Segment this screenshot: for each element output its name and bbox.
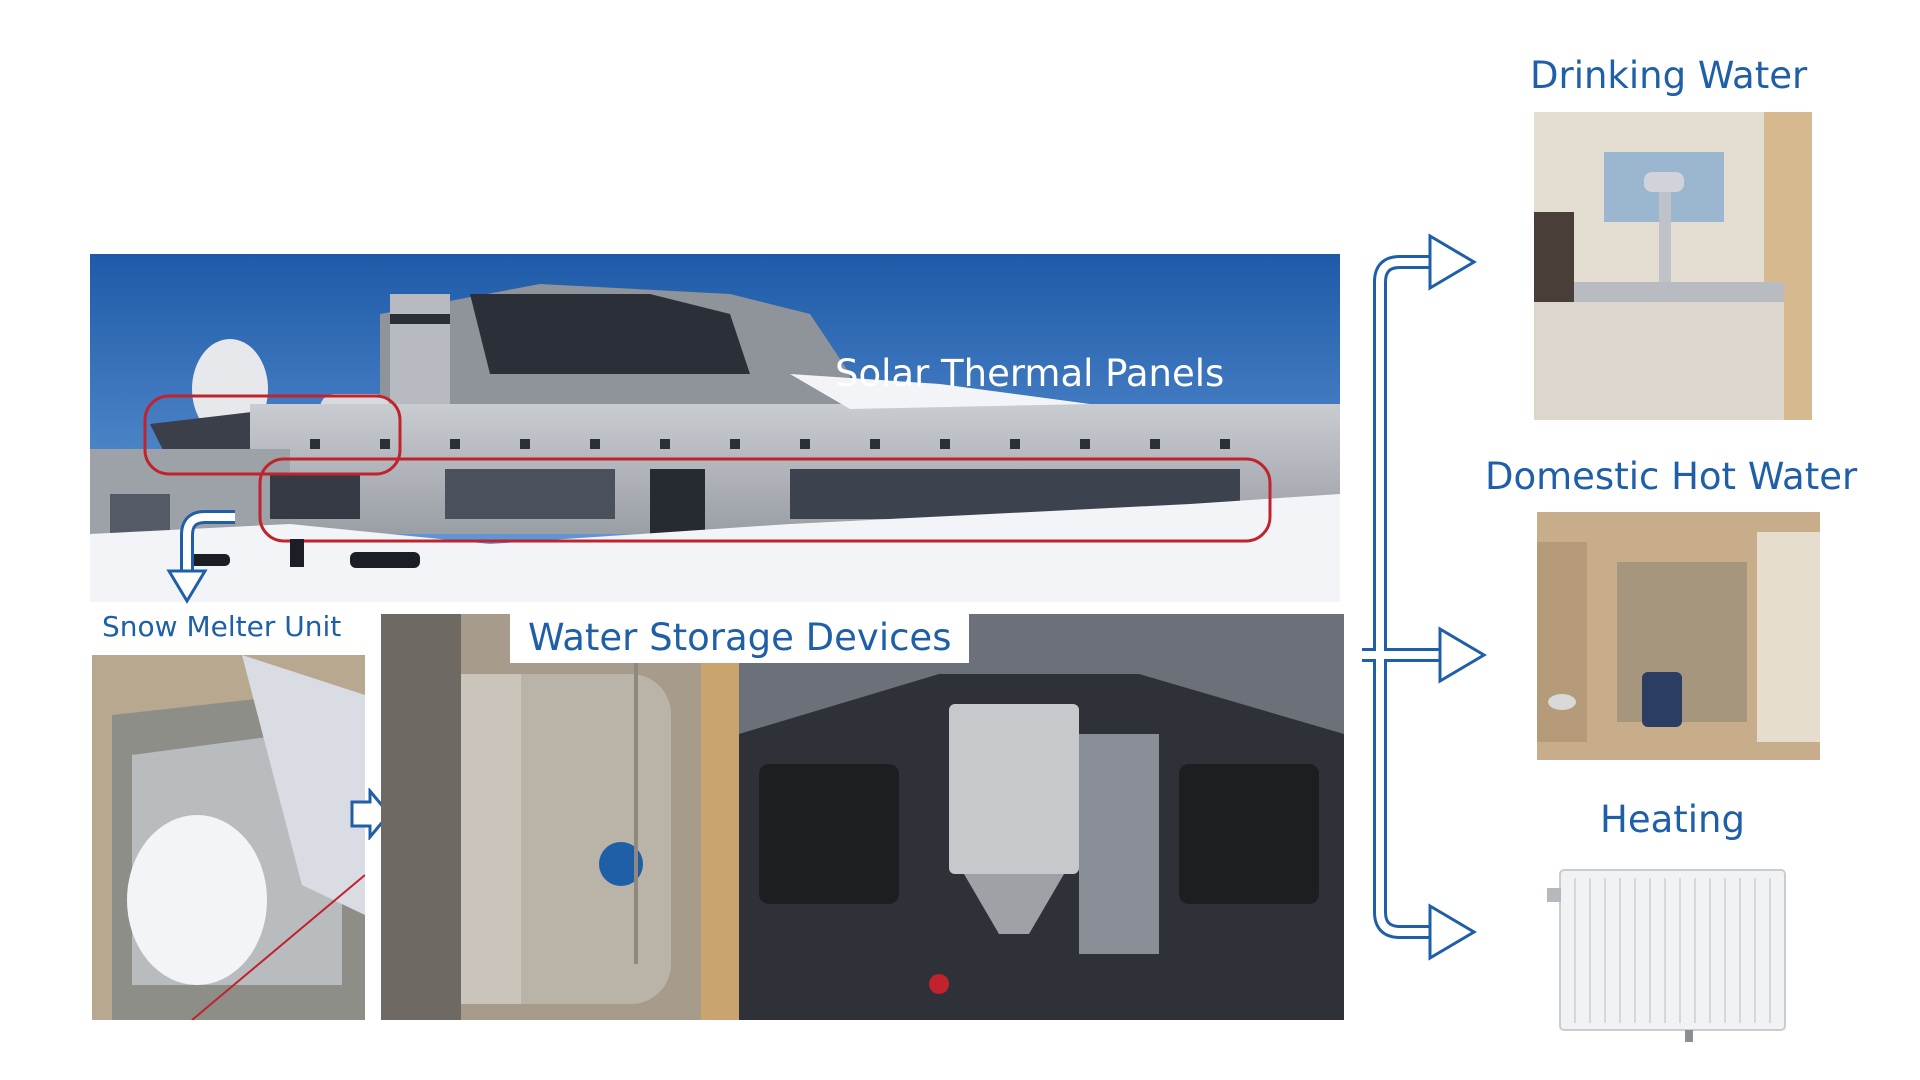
domestic-hot-water-photo	[1537, 512, 1820, 760]
heating-radiator-photo	[1545, 858, 1795, 1044]
right-arrow-icon	[350, 788, 391, 840]
water-storage-devices-label: Water Storage Devices	[510, 612, 970, 663]
water-storage-photo-1	[381, 614, 739, 1020]
water-storage-photo-2	[739, 614, 1344, 1020]
radiator-illustration	[1547, 869, 1786, 1042]
shower-room-illustration	[1537, 512, 1820, 760]
solar-thermal-panels-label: Solar Thermal Panels	[835, 352, 1225, 395]
domestic-hot-water-label: Domestic Hot Water	[1485, 455, 1858, 498]
down-turn-arrow-icon	[166, 510, 235, 604]
station-photo	[90, 254, 1340, 602]
drinking-water-label: Drinking Water	[1530, 54, 1808, 97]
snow-melter-illustration	[92, 655, 365, 1020]
snow-melter-unit-label: Snow Melter Unit	[102, 610, 342, 643]
water-tap-illustration	[1534, 112, 1812, 420]
station-illustration	[90, 254, 1340, 602]
storage-tank-illustration	[381, 614, 739, 1020]
snow-melter-photo	[92, 655, 365, 1020]
drinking-water-photo	[1534, 112, 1812, 420]
storage-room-illustration	[739, 614, 1344, 1020]
heating-label: Heating	[1600, 798, 1745, 841]
